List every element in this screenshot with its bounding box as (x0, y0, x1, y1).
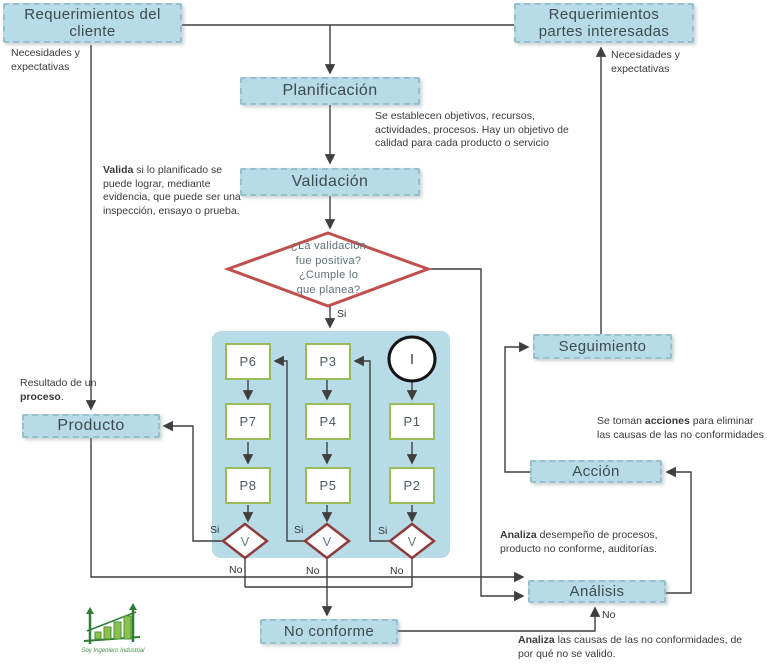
note-resultado: Resultado de un proceso. (20, 377, 100, 404)
process-box-p3-label: P3 (319, 354, 337, 369)
box-planificacion: Planificación (240, 77, 420, 105)
note-planificacion: Se establecen objetivos, recursos, activ… (375, 110, 569, 149)
process-box-p5: P5 (305, 467, 351, 504)
logo-caption: Soy Ingeniero Industrial (81, 648, 145, 654)
box-planificacion-label: Planificación (282, 81, 378, 99)
process-box-p4: P4 (305, 403, 351, 440)
box-requerimientos-partes: Requerimientos partes interesadas (514, 3, 694, 43)
connector-producto-analisis (90, 438, 525, 583)
note-resultado-bold: proceso (20, 390, 61, 403)
box-requerimientos-cliente-label: Requerimientos del cliente (24, 5, 161, 40)
note-validacion-rest: si lo planificado se puede lograr, media… (103, 164, 241, 217)
note-analiza-causas: Analiza las causas de las no conformidad… (518, 634, 760, 661)
process-box-p7-label: P7 (239, 414, 257, 429)
v-diamond-3 (387, 522, 437, 560)
note-resultado-post: . (60, 390, 64, 403)
edge-label-si-decision: Si (337, 308, 347, 320)
note-analiza-causas-rest: las causas de las no conformidades, de p… (518, 634, 743, 660)
process-box-p1-label: P1 (403, 414, 421, 429)
box-requerimientos-cliente: Requerimientos del cliente (3, 3, 182, 43)
box-seguimiento: Seguimiento (533, 334, 672, 359)
box-producto-label: Producto (57, 416, 125, 434)
connector-noconforme-analisis (398, 606, 601, 632)
decision-line: fue positiva? (295, 254, 362, 267)
decision-line: ¿Cumple lo (298, 269, 359, 281)
v-diamond-2 (302, 522, 352, 560)
box-requerimientos-partes-label: Requerimientos partes interesadas (538, 5, 670, 40)
note-necesidades-cliente: Necesidades y expectativas (11, 47, 80, 73)
connector-decision-analisis (428, 268, 525, 602)
note-validacion: Valida si lo planificado se puede lograr… (103, 164, 251, 218)
process-box-p6: P6 (225, 343, 271, 380)
connector-v3-p3-si (353, 355, 390, 542)
box-seguimiento-label: Seguimiento (558, 337, 647, 355)
edge-label-no-v2: No (306, 565, 320, 577)
v-diamond-3-label: V (407, 533, 417, 549)
decision-diamond (223, 231, 433, 308)
process-box-p3: P3 (305, 343, 351, 380)
start-circle (387, 335, 437, 383)
connector-accion-seguimiento (504, 341, 530, 473)
note-analiza-desempeno-rest: desempeño de procesos, producto no confo… (500, 529, 658, 555)
box-accion: Acción (530, 460, 662, 483)
v-diamond-1-label: V (240, 533, 250, 549)
connector-v1-producto-si (162, 420, 223, 542)
note-resultado-pre: Resultado de un (20, 377, 97, 389)
process-box-p1: P1 (389, 403, 435, 440)
process-box-p6-label: P6 (239, 354, 257, 369)
box-analisis: Análisis (528, 580, 666, 603)
process-box-p8: P8 (225, 467, 271, 504)
process-box-p4-label: P4 (319, 414, 337, 429)
note-acciones: Se toman acciones para eliminar las caus… (597, 415, 765, 442)
note-acciones-pre: Se toman (597, 415, 645, 427)
note-analiza-desempeno: Analiza desempeño de procesos, producto … (500, 529, 678, 556)
edge-label-si-v2: Si (294, 524, 304, 536)
note-analiza-desempeno-bold: Analiza (500, 529, 537, 541)
connector-v2-p6-si (273, 355, 305, 542)
note-validacion-bold: Valida (103, 164, 134, 176)
v-diamond-2-label: V (322, 533, 332, 549)
decision-line: que planea? (296, 283, 361, 296)
note-acciones-bold: acciones (644, 415, 690, 427)
decision-question: ¿La validación fue positiva? ¿Cumple lo … (256, 239, 401, 297)
box-accion-label: Acción (572, 462, 620, 480)
v-diamond-1 (220, 522, 270, 560)
note-analiza-causas-bold: Analiza (518, 634, 555, 646)
process-box-p2: P2 (389, 467, 435, 504)
process-box-p8-label: P8 (239, 478, 257, 493)
process-box-p5-label: P5 (319, 478, 337, 493)
edge-label-si-v3: Si (378, 525, 388, 537)
box-analisis-label: Análisis (569, 582, 625, 600)
box-no-conforme-label: No conforme (283, 622, 375, 640)
box-no-conforme: No conforme (260, 619, 398, 644)
process-box-p7: P7 (225, 403, 271, 440)
note-necesidades-partes: Necesidades y expectativas (611, 49, 680, 75)
box-validacion: Validación (240, 168, 420, 196)
edge-label-no-v1: No (229, 564, 243, 576)
box-validacion-label: Validación (291, 172, 369, 190)
note-acciones-post: para eliminar las causas de las no confo… (597, 415, 764, 441)
edge-label-no-analisis: No (602, 609, 616, 621)
start-circle-label: I (409, 350, 415, 368)
edge-label-si-v1: Si (210, 524, 220, 536)
box-producto: Producto (22, 414, 160, 438)
decision-line: ¿La validación (290, 240, 367, 252)
process-box-p2-label: P2 (403, 478, 421, 493)
logo-icon (83, 603, 141, 644)
connector-analisis-accion (665, 466, 692, 594)
edge-label-no-v3: No (390, 565, 404, 577)
